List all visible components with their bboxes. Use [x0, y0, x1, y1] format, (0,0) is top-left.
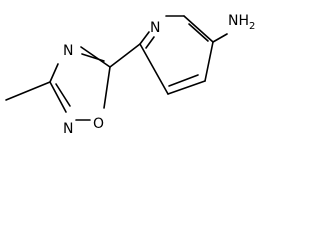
pyridine-nitrogen-label: N — [150, 20, 160, 36]
bond-c2-n1-inner — [145, 36, 155, 49]
bond-c3o-n2 — [49, 81, 67, 113]
bond-c2-n1 — [139, 31, 150, 45]
amine-nh-text: NH — [228, 13, 249, 29]
bond-c6-c5 — [183, 15, 214, 43]
atom-labels: N NH2 N N O — [63, 13, 255, 137]
chemical-structure: N NH2 N N O — [5, 13, 255, 137]
bond-n4-c3o — [49, 63, 59, 83]
bond-c4-c3 — [167, 80, 206, 95]
amine-label: NH2 — [228, 13, 255, 32]
bond-c5-c4 — [204, 41, 214, 82]
bond-c2-oxadiazole — [109, 43, 141, 68]
bond-c6-c5-inner — [188, 23, 209, 42]
bond-o1-c5o — [103, 66, 111, 109]
bond-c5o-n4 — [80, 46, 111, 68]
bond-c5-nh2 — [212, 33, 228, 43]
bond-methyl — [5, 81, 51, 101]
oxadiazole-oxygen-label: O — [93, 116, 104, 132]
bond-c3o-n2-inner — [55, 83, 71, 107]
bond-c4-c3-inner — [168, 74, 199, 87]
bonds — [5, 15, 228, 121]
oxadiazole-nitrogen-top-label: N — [63, 43, 73, 59]
bond-c5o-n4-inner — [81, 53, 105, 62]
oxadiazole-nitrogen-bottom-label: N — [63, 121, 73, 137]
bond-c3-c2 — [139, 43, 169, 95]
amine-h-count: 2 — [249, 21, 255, 32]
